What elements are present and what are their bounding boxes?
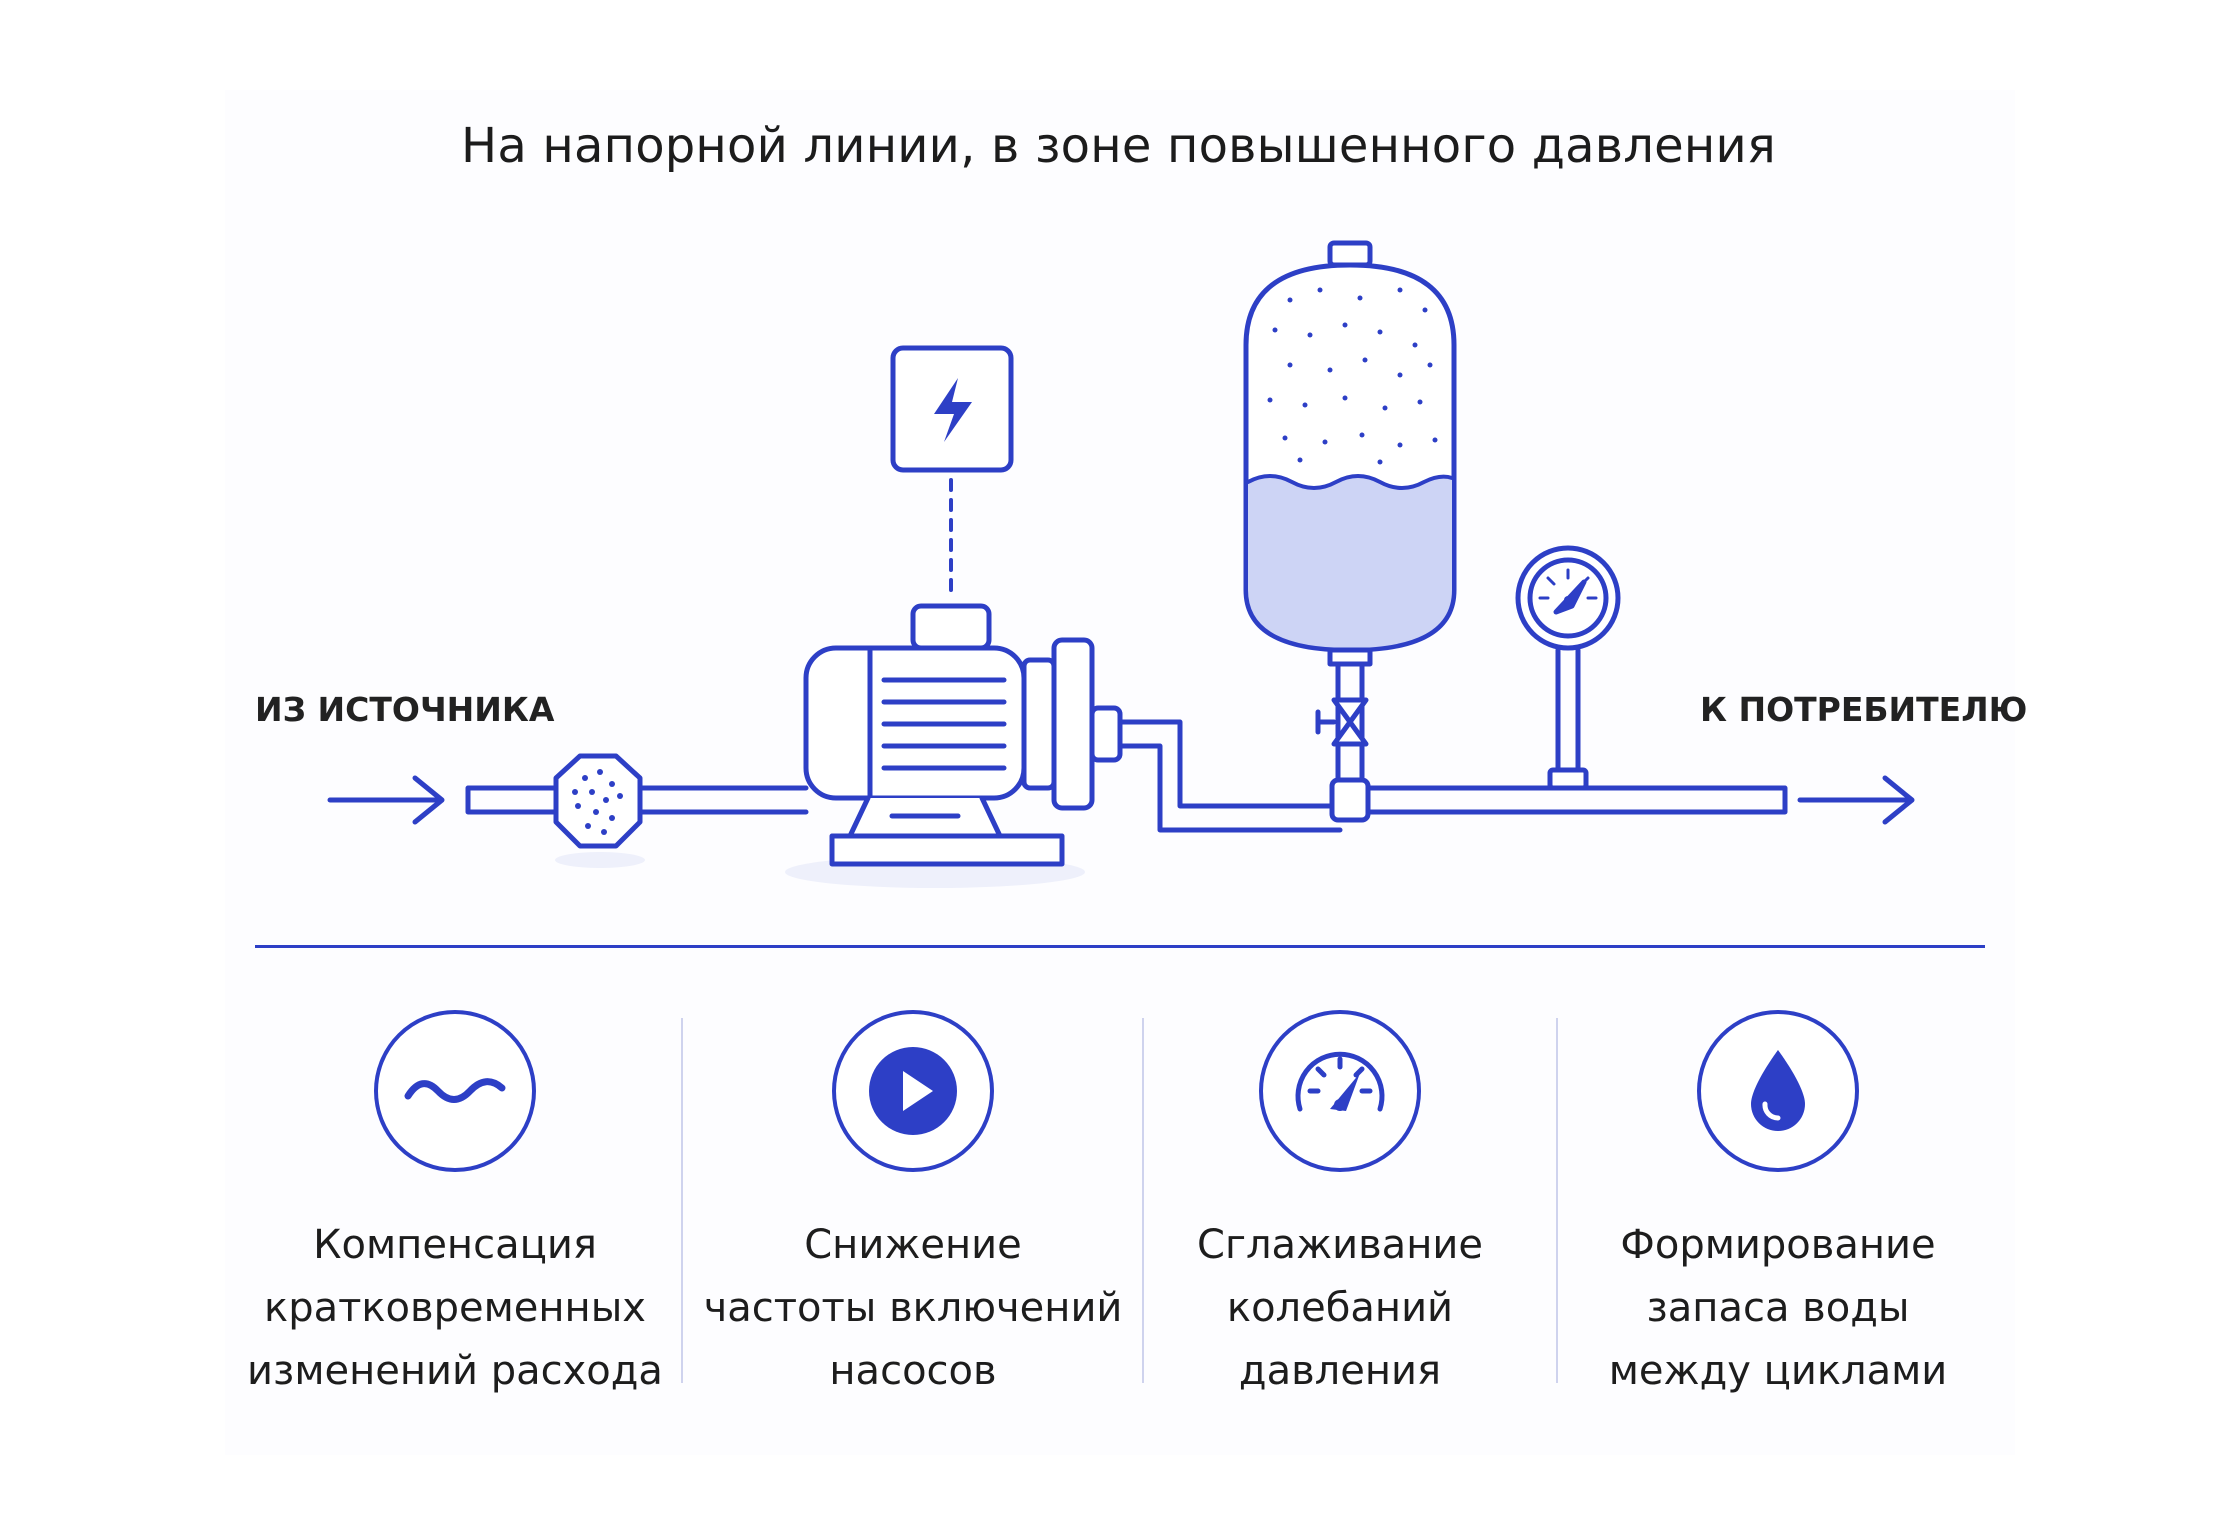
caption-line: между циклами — [1608, 1348, 1948, 1394]
caption-line: насосов — [829, 1348, 997, 1394]
lightning-icon — [890, 345, 1014, 602]
caption-line: Сглаживание — [1197, 1222, 1483, 1268]
filter-icon — [553, 753, 645, 868]
inlet-arrow-icon — [327, 775, 445, 825]
system-diagram — [327, 240, 1915, 888]
caption-line: давления — [1238, 1348, 1442, 1394]
caption-line: Формирование — [1620, 1222, 1936, 1268]
hydroaccumulator-tank-icon — [1243, 240, 1457, 667]
outlet-arrow-icon — [1797, 775, 1915, 825]
pump-outlet-pipe — [1117, 719, 1343, 833]
pump-motor-icon — [785, 603, 1123, 888]
gauge-icon — [1259, 1010, 1421, 1172]
feature-caption: Формирование запаса воды между циклами — [1568, 1214, 1988, 1403]
wave-icon — [374, 1010, 536, 1172]
caption-line: частоты включений — [703, 1285, 1123, 1331]
water-drop-icon — [1697, 1010, 1859, 1172]
valve-icon — [1315, 661, 1371, 823]
feature-caption: Снижение частоты включений насосов — [703, 1214, 1123, 1403]
column-separator — [1556, 1018, 1558, 1383]
inlet-pipe — [465, 785, 563, 815]
consumer-label: К ПОТРЕБИТЕЛЮ — [1700, 690, 2028, 729]
background-panel — [225, 90, 2015, 1455]
column-separator — [1142, 1018, 1144, 1383]
feature-pressure-smoothing: Сглаживание колебаний давления — [1130, 1010, 1550, 1403]
feature-pump-cycles: Снижение частоты включений насосов — [703, 1010, 1123, 1403]
inlet-pipe-2 — [637, 785, 809, 815]
feature-flow-compensation: Компенсация кратковременных изменений ра… — [245, 1010, 665, 1403]
feature-water-reserve: Формирование запаса воды между циклами — [1568, 1010, 1988, 1403]
source-label: ИЗ ИСТОЧНИКА — [255, 690, 555, 729]
main-pipe — [1337, 785, 1788, 815]
page-title: На напорной линии, в зоне повышенного да… — [461, 118, 1776, 174]
caption-line: Компенсация — [313, 1222, 597, 1268]
feature-caption: Сглаживание колебаний давления — [1130, 1214, 1550, 1403]
pressure-gauge-icon — [1515, 545, 1621, 791]
caption-line: запаса воды — [1646, 1285, 1910, 1331]
caption-line: Снижение — [804, 1222, 1022, 1268]
play-icon — [832, 1010, 994, 1172]
feature-caption: Компенсация кратковременных изменений ра… — [245, 1214, 665, 1403]
caption-line: колебаний — [1226, 1285, 1454, 1331]
caption-line: изменений расхода — [247, 1348, 663, 1394]
caption-line: кратковременных — [264, 1285, 646, 1331]
section-divider — [255, 945, 1985, 948]
column-separator — [681, 1018, 683, 1383]
